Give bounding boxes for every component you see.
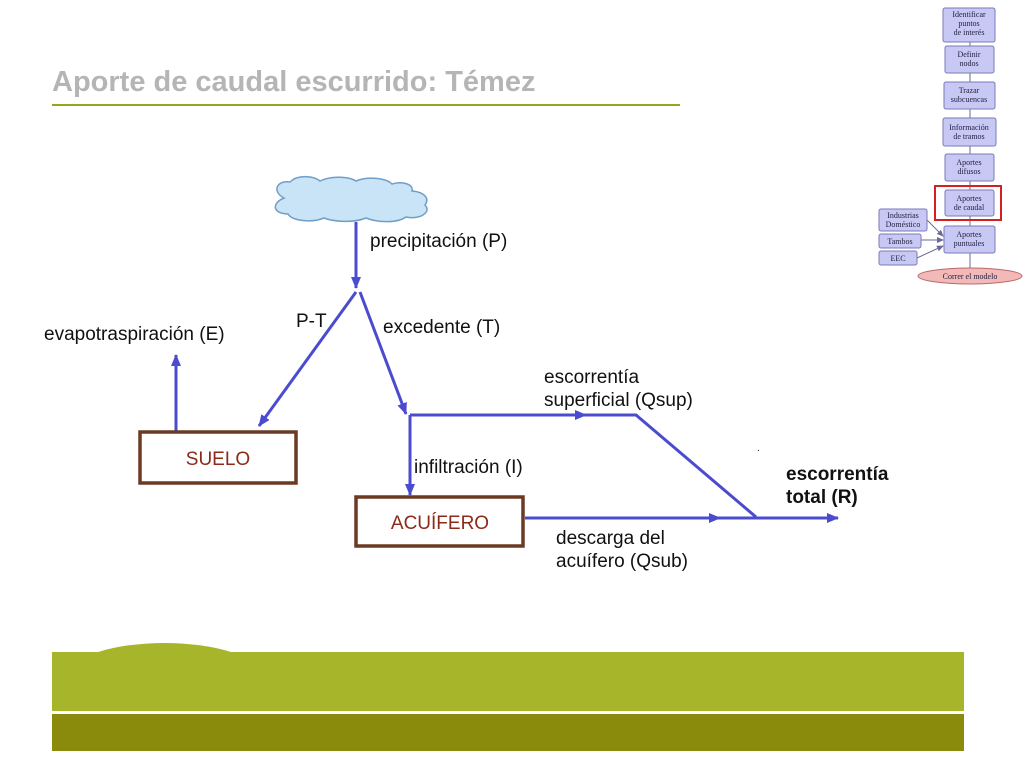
flowchart-step-6-line-1: Aportes xyxy=(956,194,981,203)
flowchart-step-1-line-1: Identificar xyxy=(952,10,986,19)
flowchart-step-1-line-3: de interés xyxy=(954,28,985,37)
flowchart-side-1-line-1: Industrias xyxy=(887,211,919,220)
flowchart-step-6 xyxy=(944,189,995,217)
flowchart-step-5 xyxy=(944,153,995,182)
acuifero-label: ACUÍFERO xyxy=(391,513,489,534)
flowchart-side-3-line-1: EEC xyxy=(890,254,905,263)
cloud-icon xyxy=(274,175,428,223)
acuifero-box xyxy=(354,495,525,548)
flowchart-step-5-line-2: difusos xyxy=(957,167,980,176)
flowchart-step-4-line-2: de tramos xyxy=(953,132,984,141)
flowchart-step-5-line-1: Aportes xyxy=(956,158,981,167)
suelo-label: SUELO xyxy=(186,449,250,470)
flowchart-step-1-line-2: puntos xyxy=(958,19,979,28)
aquifer-discharge-label-2: acuífero (Qsub) xyxy=(556,551,688,572)
flowchart-step-2-line-1: Definir xyxy=(957,50,980,59)
surface-runoff-line xyxy=(586,413,757,519)
flowchart-final-label: Correr el modelo xyxy=(943,272,998,281)
stray-dot: . xyxy=(757,443,760,454)
flowchart-step-6-line-2: de caudal xyxy=(954,203,985,212)
flowchart-step-4-line-1: Información xyxy=(949,123,989,132)
flowchart-side-1-line-2: Doméstico xyxy=(886,220,921,229)
flowchart-step-2 xyxy=(944,45,995,74)
total-runoff-label-2: total (R) xyxy=(786,487,858,508)
flowchart-final-oval xyxy=(917,267,1023,285)
aquifer-discharge-label-1: descarga del xyxy=(556,528,665,549)
title-underline xyxy=(52,104,680,106)
footer-band-top xyxy=(52,652,964,711)
suelo-box xyxy=(138,430,298,485)
pt-arrow xyxy=(257,291,358,427)
flowchart-side-1 xyxy=(878,208,928,232)
evapotranspiration-label: evapotraspiración (E) xyxy=(44,324,225,345)
flowchart-step-7 xyxy=(943,225,996,254)
footer-band-bottom xyxy=(52,714,964,751)
flowchart-step-1 xyxy=(942,7,996,43)
process-flowchart: Identificar puntos de interés Definir no… xyxy=(878,7,1023,285)
excedente-arrow xyxy=(358,291,408,415)
flowchart-step-6-highlight xyxy=(934,185,1002,221)
pt-label: P-T xyxy=(296,311,327,332)
excedente-label: excedente (T) xyxy=(383,317,500,338)
flowchart-step-3 xyxy=(943,81,996,110)
flowchart-step-3-line-2: subcuencas xyxy=(951,95,987,104)
flowchart-side-2 xyxy=(878,233,922,249)
flowchart-step-7-line-1: Aportes xyxy=(956,230,981,239)
total-runoff-label-1: escorrentía xyxy=(786,464,889,485)
flowchart-step-7-line-2: puntuales xyxy=(954,239,985,248)
flowchart-side-3 xyxy=(878,250,918,266)
flowchart-step-3-line-1: Trazar xyxy=(959,86,980,95)
precipitation-label: precipitación (P) xyxy=(370,231,507,252)
flowchart-step-4 xyxy=(942,117,997,147)
surface-runoff-label-2: superficial (Qsup) xyxy=(544,390,693,411)
surface-runoff-label-1: escorrentía xyxy=(544,367,639,388)
page-title: Aporte de caudal escurrido: Témez xyxy=(52,66,536,98)
flowchart-side-2-line-1: Tambos xyxy=(887,237,912,246)
infiltration-label: infiltración (I) xyxy=(414,457,523,478)
flowchart-step-2-line-2: nodos xyxy=(959,59,978,68)
